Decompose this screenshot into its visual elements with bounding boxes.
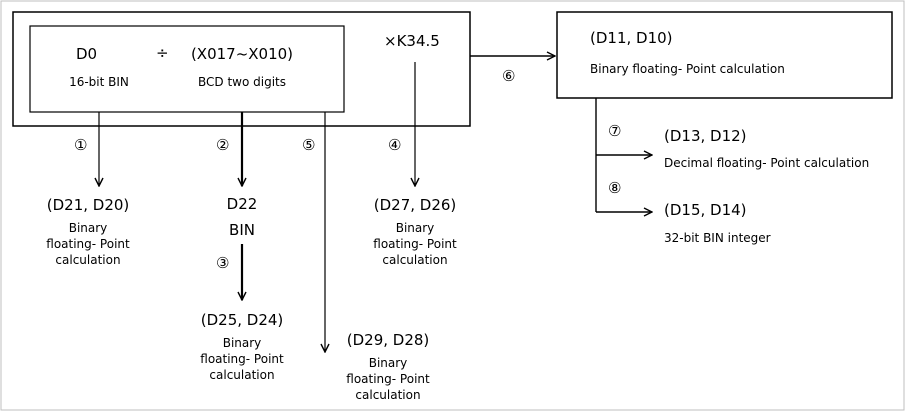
output-d21-line3: calculation bbox=[55, 253, 121, 267]
output-d25-line1: Binary bbox=[222, 336, 262, 350]
output-d27-line2: floating- Point bbox=[373, 237, 457, 251]
output-d15-registers: (D15, D14) bbox=[664, 201, 747, 219]
step-2-label: ② bbox=[216, 136, 230, 154]
output-d21-registers: (D21, D20) bbox=[46, 196, 130, 214]
step-7-label: ⑦ bbox=[608, 122, 622, 140]
result-registers: (D11, D10) bbox=[590, 29, 673, 47]
step-4-label: ④ bbox=[388, 136, 402, 154]
output-d21-line2: floating- Point bbox=[46, 237, 130, 251]
output-d29-description: Binary floating- Point calculation bbox=[346, 355, 429, 403]
divisor-type: BCD two digits bbox=[198, 75, 286, 89]
output-d29-line3: calculation bbox=[355, 388, 421, 402]
step-5-label: ⑤ bbox=[302, 136, 316, 154]
output-d21-description: Binary floating- Point calculation bbox=[46, 220, 129, 268]
result-box bbox=[556, 11, 893, 99]
multiplier-label: ×K34.5 bbox=[384, 32, 440, 50]
output-d29-registers: (D29, D28) bbox=[346, 331, 430, 349]
output-d29-line1: Binary bbox=[368, 356, 408, 370]
result-description: Binary floating- Point calculation bbox=[590, 62, 785, 76]
output-d22-register: D22 bbox=[226, 195, 258, 213]
output-d25-line3: calculation bbox=[209, 368, 275, 382]
output-d29-line2: floating- Point bbox=[346, 372, 430, 386]
output-d13-registers: (D13, D12) bbox=[664, 127, 747, 145]
source-box-inner bbox=[29, 25, 345, 113]
source-box-outer bbox=[12, 11, 471, 127]
output-d21-line1: Binary bbox=[68, 221, 108, 235]
dividend-label: D0 bbox=[76, 45, 98, 63]
division-operator: ÷ bbox=[156, 44, 169, 62]
output-d13-description: Decimal floating- Point calculation bbox=[664, 156, 870, 170]
output-d15-description: 32-bit BIN integer bbox=[664, 231, 771, 245]
output-d25-registers: (D25, D24) bbox=[200, 311, 284, 329]
divisor-label: (X017~X010) bbox=[190, 45, 294, 63]
output-d27-registers: (D27, D26) bbox=[373, 196, 457, 214]
step-8-label: ⑧ bbox=[608, 179, 622, 197]
step-3-label: ③ bbox=[216, 254, 230, 272]
output-d25-line2: floating- Point bbox=[200, 352, 284, 366]
step-6-label: ⑥ bbox=[502, 67, 516, 85]
output-d27-line3: calculation bbox=[382, 253, 448, 267]
output-d27-description: Binary floating- Point calculation bbox=[373, 220, 456, 268]
output-d25-description: Binary floating- Point calculation bbox=[200, 335, 283, 383]
step-1-label: ① bbox=[74, 136, 88, 154]
dividend-type: 16-bit BIN bbox=[69, 75, 129, 89]
output-d22-type: BIN bbox=[229, 221, 255, 239]
output-d27-line1: Binary bbox=[395, 221, 435, 235]
